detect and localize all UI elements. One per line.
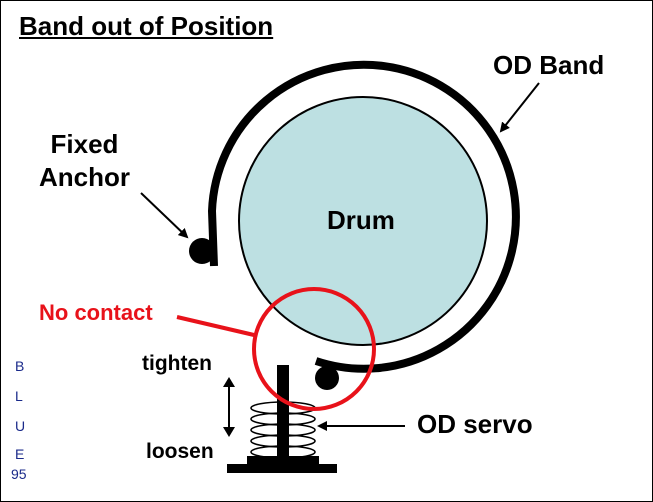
diagram-title: Band out of Position bbox=[19, 11, 274, 41]
fixed-anchor-pin bbox=[189, 238, 215, 264]
fixed-anchor-label: Fixed Anchor bbox=[39, 128, 130, 194]
od-servo-label: OD servo bbox=[417, 409, 533, 439]
loosen-arrowhead bbox=[223, 427, 235, 437]
tighten-arrowhead bbox=[223, 377, 235, 387]
od-band-pointer bbox=[499, 82, 540, 133]
tighten-label: tighten bbox=[142, 352, 212, 375]
side-letter-e: E bbox=[15, 446, 25, 462]
od-band bbox=[207, 60, 520, 373]
no-contact-pointer bbox=[176, 315, 255, 337]
od-band-label: OD Band bbox=[493, 50, 605, 80]
fixed-anchor-label-line1: Fixed bbox=[50, 129, 119, 159]
side-letter-b: B bbox=[15, 358, 25, 374]
fixed-anchor-pointer bbox=[140, 192, 189, 239]
servo-pin bbox=[315, 366, 339, 390]
no-contact-highlight-circle bbox=[252, 287, 376, 411]
no-contact-label: No contact bbox=[39, 300, 153, 325]
drum-label: Drum bbox=[327, 205, 395, 235]
drum bbox=[238, 96, 488, 346]
servo-base bbox=[227, 464, 337, 473]
fixed-anchor-label-line2: Anchor bbox=[39, 162, 130, 192]
side-number: 95 bbox=[11, 466, 27, 482]
side-letter-u: U bbox=[15, 418, 26, 434]
side-letter-l: L bbox=[15, 388, 23, 404]
loosen-label: loosen bbox=[146, 440, 214, 463]
servo-base-plate bbox=[247, 456, 319, 464]
